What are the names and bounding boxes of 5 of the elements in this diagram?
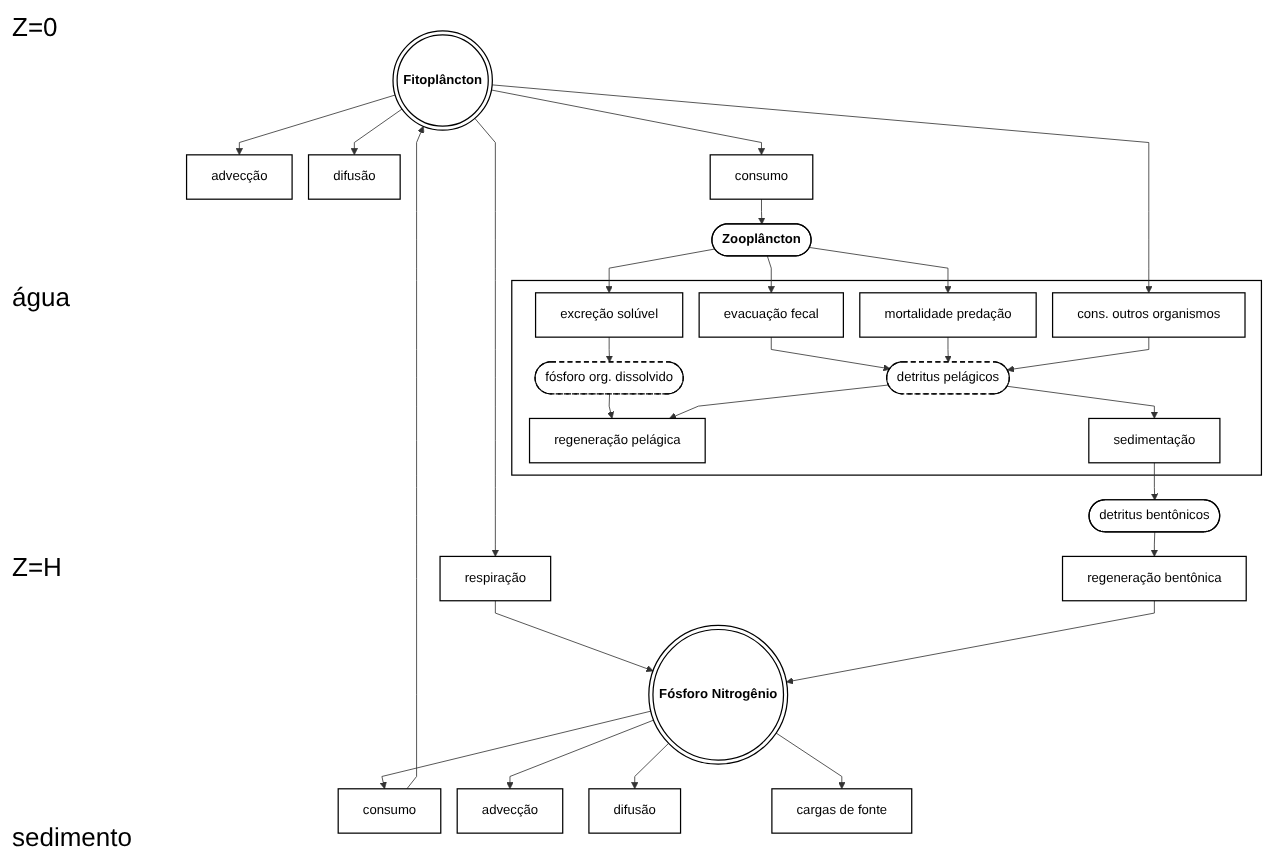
layer-label: Z=H bbox=[12, 552, 64, 582]
layer-label: Z=0 bbox=[12, 12, 60, 42]
layer-label: água bbox=[12, 282, 72, 312]
layer-label: sedimento bbox=[12, 822, 134, 852]
cluster bbox=[511, 279, 1263, 476]
